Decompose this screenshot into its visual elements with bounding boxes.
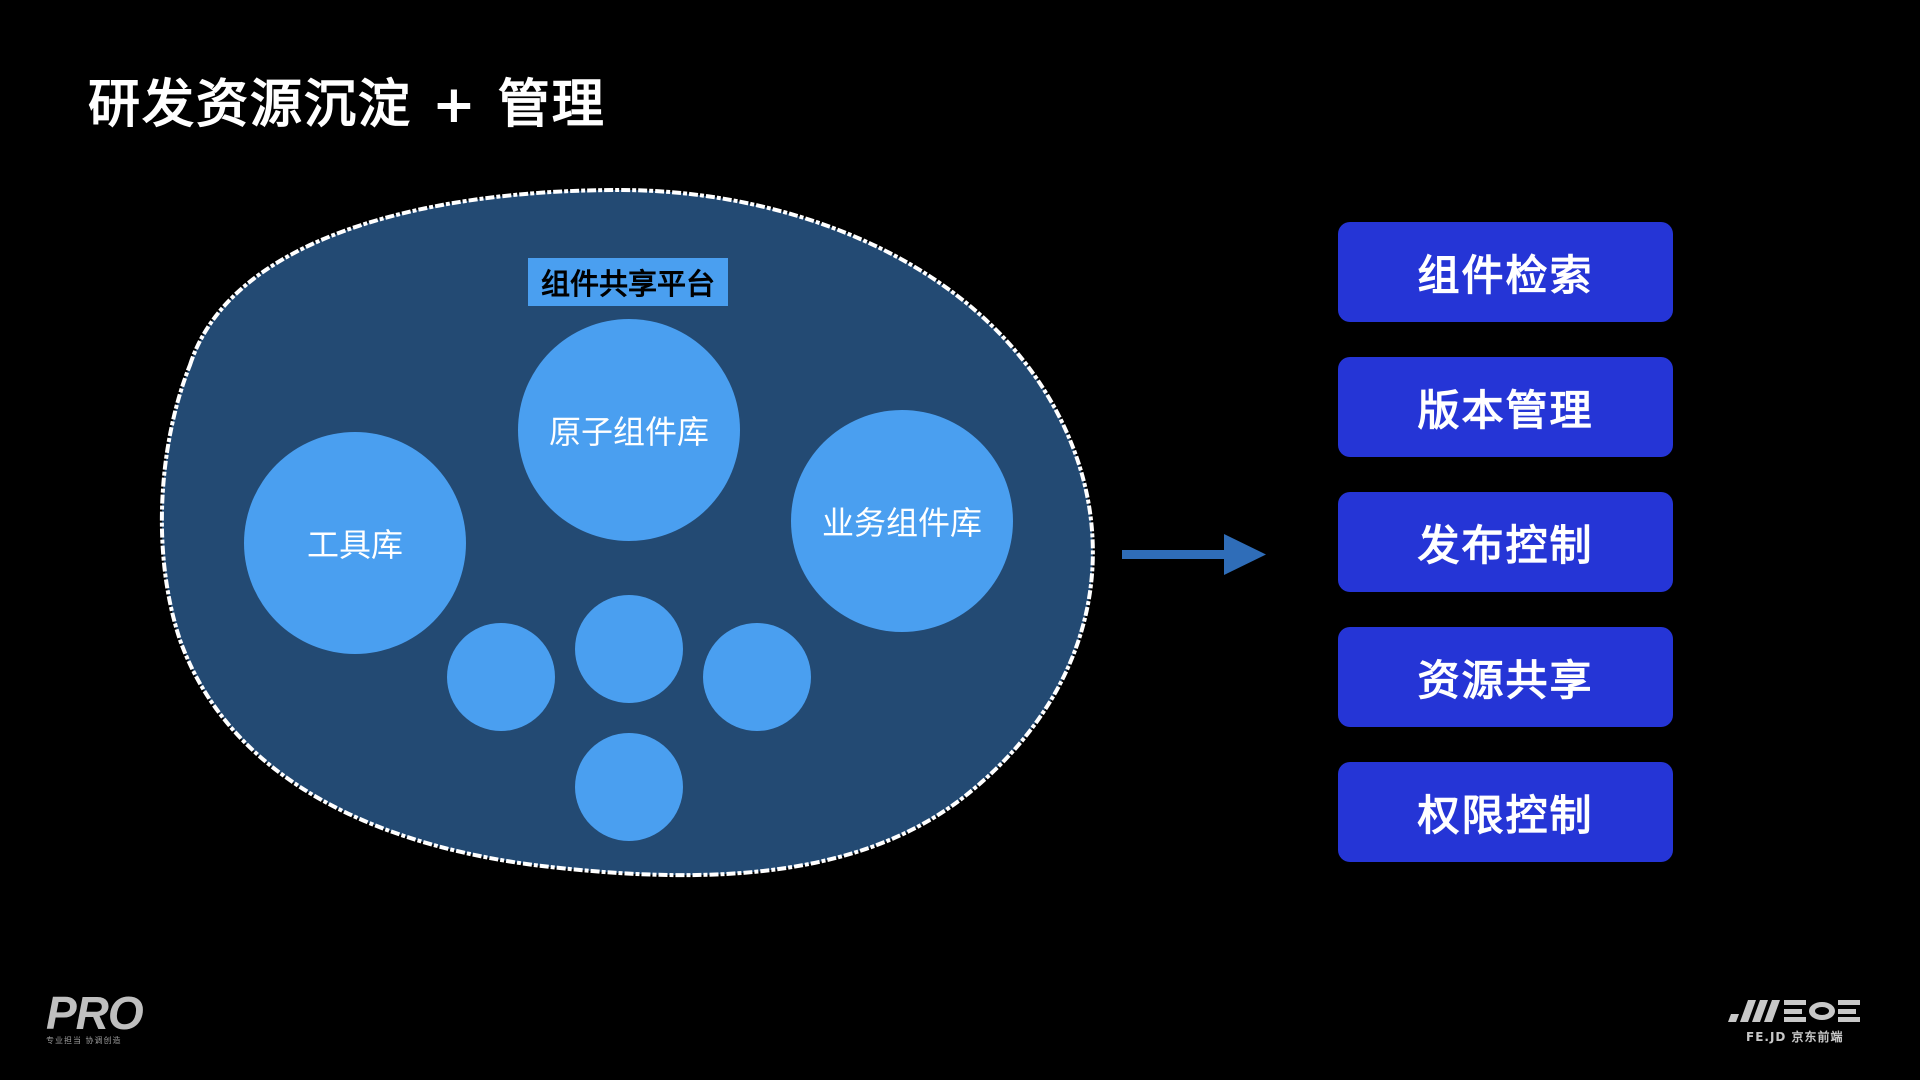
feature-list: 组件检索 版本管理 发布控制 资源共享 权限控制: [1338, 222, 1673, 897]
small-circle: [447, 623, 555, 731]
small-circle: [703, 623, 811, 731]
platform-label: 组件共享平台: [528, 258, 728, 306]
pro-logo-tagline: 专业担当 协调创造: [46, 1036, 122, 1045]
fe-jd-logo-mark: [1728, 1000, 1860, 1022]
atomic-component-circle: [518, 319, 740, 541]
tools-label: 工具库: [306, 526, 404, 564]
atomic-component-label: 原子组件库: [548, 413, 710, 451]
feature-version-button[interactable]: 版本管理: [1338, 357, 1673, 457]
feature-permission-button[interactable]: 权限控制: [1338, 762, 1673, 862]
feature-sharing-button[interactable]: 资源共享: [1338, 627, 1673, 727]
fe-jd-logo-tagline: FE.JD 京东前端: [1746, 1030, 1844, 1044]
feature-search-button[interactable]: 组件检索: [1338, 222, 1673, 322]
pro-logo: PRO 专业担当 协调创造: [46, 987, 144, 1046]
feature-release-button[interactable]: 发布控制: [1338, 492, 1673, 592]
fe-jd-logo: FE.JD 京东前端: [1726, 992, 1870, 1048]
small-circle: [575, 733, 683, 841]
business-component-circle: [791, 410, 1013, 632]
business-component-label: 业务组件库: [821, 504, 983, 542]
tools-circle: [244, 432, 466, 654]
pro-logo-mark: PRO: [46, 987, 144, 1039]
arrow-right-icon: [1122, 534, 1266, 575]
small-circle: [575, 595, 683, 703]
slide-title: 研发资源沉淀 + 管理: [88, 75, 606, 135]
